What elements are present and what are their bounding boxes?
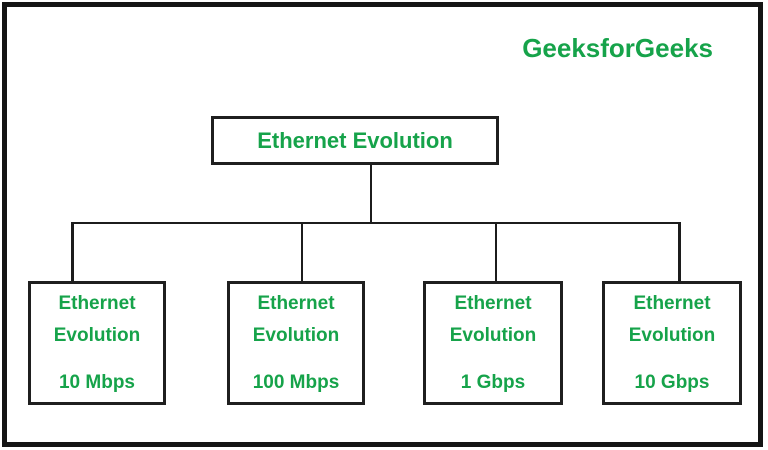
- geeksforgeeks-watermark: GeeksforGeeks: [522, 33, 713, 63]
- child-node-speed: 1 Gbps: [460, 371, 526, 393]
- child-node-speed: 100 Mbps: [252, 371, 340, 393]
- child-connector-line-2: [300, 223, 303, 281]
- child-node-speed: 10 Mbps: [58, 371, 136, 393]
- child-connector-line-3: [494, 223, 497, 281]
- child-node-speed: 10 Gbps: [634, 371, 710, 393]
- child-node-line1: Ethernet: [257, 292, 335, 314]
- root-connector-line: [369, 164, 372, 222]
- child-node-100mbps: Ethernet Evolution 100 Mbps: [227, 281, 365, 405]
- child-connector-line-1: [71, 223, 74, 281]
- child-node-1gbps: Ethernet Evolution 1 Gbps: [423, 281, 563, 405]
- child-node-line1: Ethernet: [58, 292, 136, 314]
- horizontal-connector-rail: [71, 221, 681, 224]
- child-node-line1: Ethernet: [454, 292, 532, 314]
- child-node-10gbps: Ethernet Evolution 10 Gbps: [602, 281, 742, 405]
- child-node-line2: Evolution: [53, 324, 141, 346]
- child-node-line2: Evolution: [449, 324, 537, 346]
- child-node-10mbps: Ethernet Evolution 10 Mbps: [28, 281, 166, 405]
- child-connector-line-4: [678, 223, 681, 281]
- root-node-label: Ethernet Evolution: [257, 127, 453, 153]
- child-node-line2: Evolution: [252, 324, 340, 346]
- child-node-line1: Ethernet: [633, 292, 711, 314]
- root-node-ethernet-evolution: Ethernet Evolution: [211, 116, 499, 165]
- child-node-line2: Evolution: [628, 324, 716, 346]
